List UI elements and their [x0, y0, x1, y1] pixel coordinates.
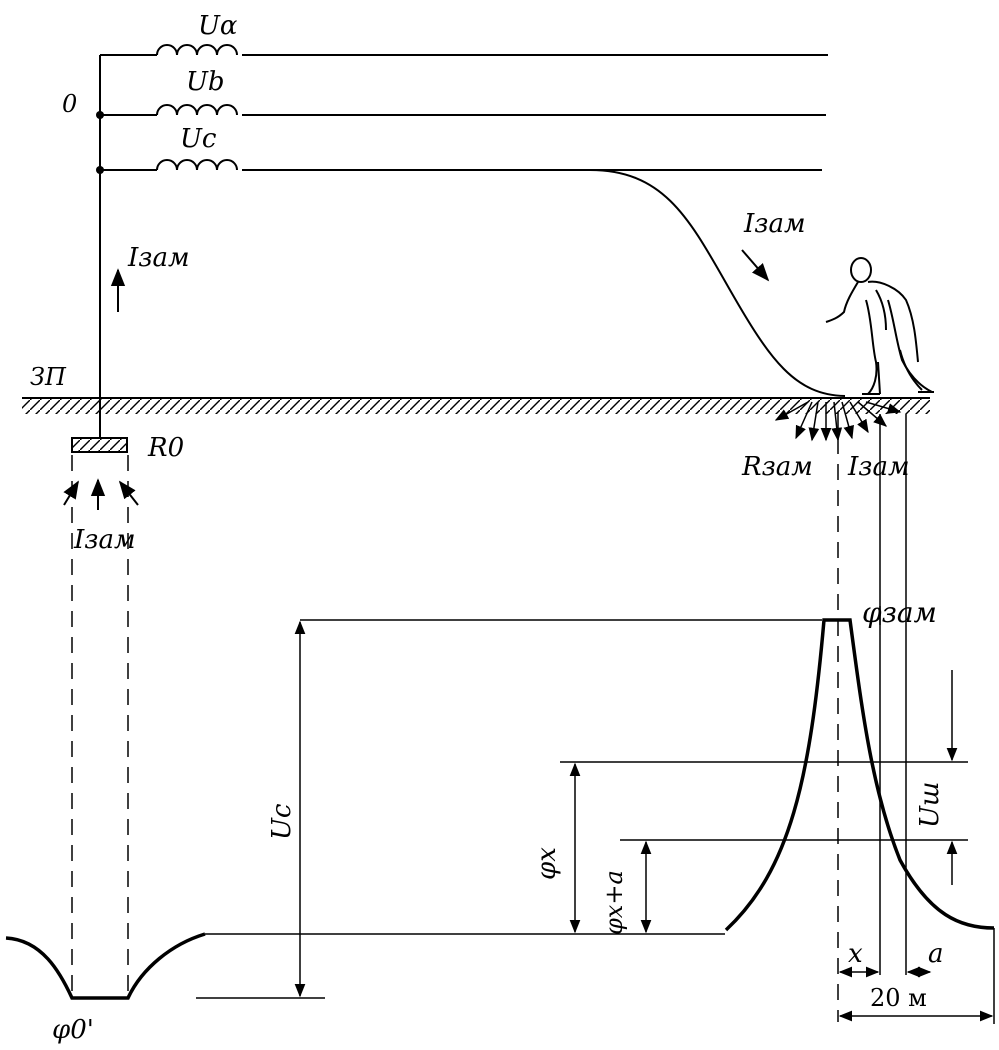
izam-wire-arrow	[741, 249, 770, 282]
r0-current-arrow	[118, 480, 139, 506]
label-rzam: Rзам	[741, 452, 813, 482]
fault-potential-peak	[724, 618, 995, 932]
ground-surface: ЗП	[22, 363, 930, 414]
phase-c-line	[100, 159, 822, 171]
label-uc-vertical: Uc	[267, 803, 297, 840]
label-phi-0: φ0'	[52, 1015, 94, 1045]
label-phi-xa: φx+a	[600, 870, 628, 935]
label-izam-source: Iзам	[127, 243, 190, 273]
fallen-wire: Iзам	[589, 169, 846, 397]
label-a: a	[928, 939, 944, 969]
label-u-sh: Uш	[915, 781, 945, 828]
label-20m: 20 м	[870, 984, 927, 1012]
ground-hatch	[22, 398, 930, 414]
label-izam-fault: Iзам	[847, 452, 910, 482]
label-phi-x: φx	[532, 847, 562, 880]
electrode-r0	[71, 437, 128, 453]
label-r0: R0	[147, 433, 184, 463]
label-phi-zam: φзам	[862, 596, 937, 629]
label-izam-wire: Iзам	[743, 209, 806, 239]
fault-ground-currents: Rзам Iзам	[741, 401, 910, 482]
label-neutral: 0	[62, 90, 77, 118]
potential-curves: Uc φx φx+a Uш φзам φ0'	[5, 596, 995, 1045]
label-izam-r0: Iзам	[73, 525, 136, 555]
fallen-wire-curve	[589, 169, 846, 397]
source-ground-electrode: R0 Iзам	[63, 398, 184, 555]
label-uc: Uc	[180, 124, 217, 154]
phase-a-line	[100, 44, 828, 56]
label-ua: Uα	[198, 11, 238, 41]
phase-b-line	[100, 104, 826, 116]
distance-dimensions: x a 20 м	[838, 928, 995, 1024]
person-figure	[825, 257, 934, 395]
three-phase-source: Uα Ub Uc 0 Iзам	[62, 11, 828, 398]
source-potential-well	[5, 932, 206, 1000]
label-x: x	[848, 939, 863, 969]
label-ub: Ub	[186, 67, 225, 97]
label-zp: ЗП	[30, 363, 67, 391]
r0-current-arrow	[63, 480, 79, 506]
